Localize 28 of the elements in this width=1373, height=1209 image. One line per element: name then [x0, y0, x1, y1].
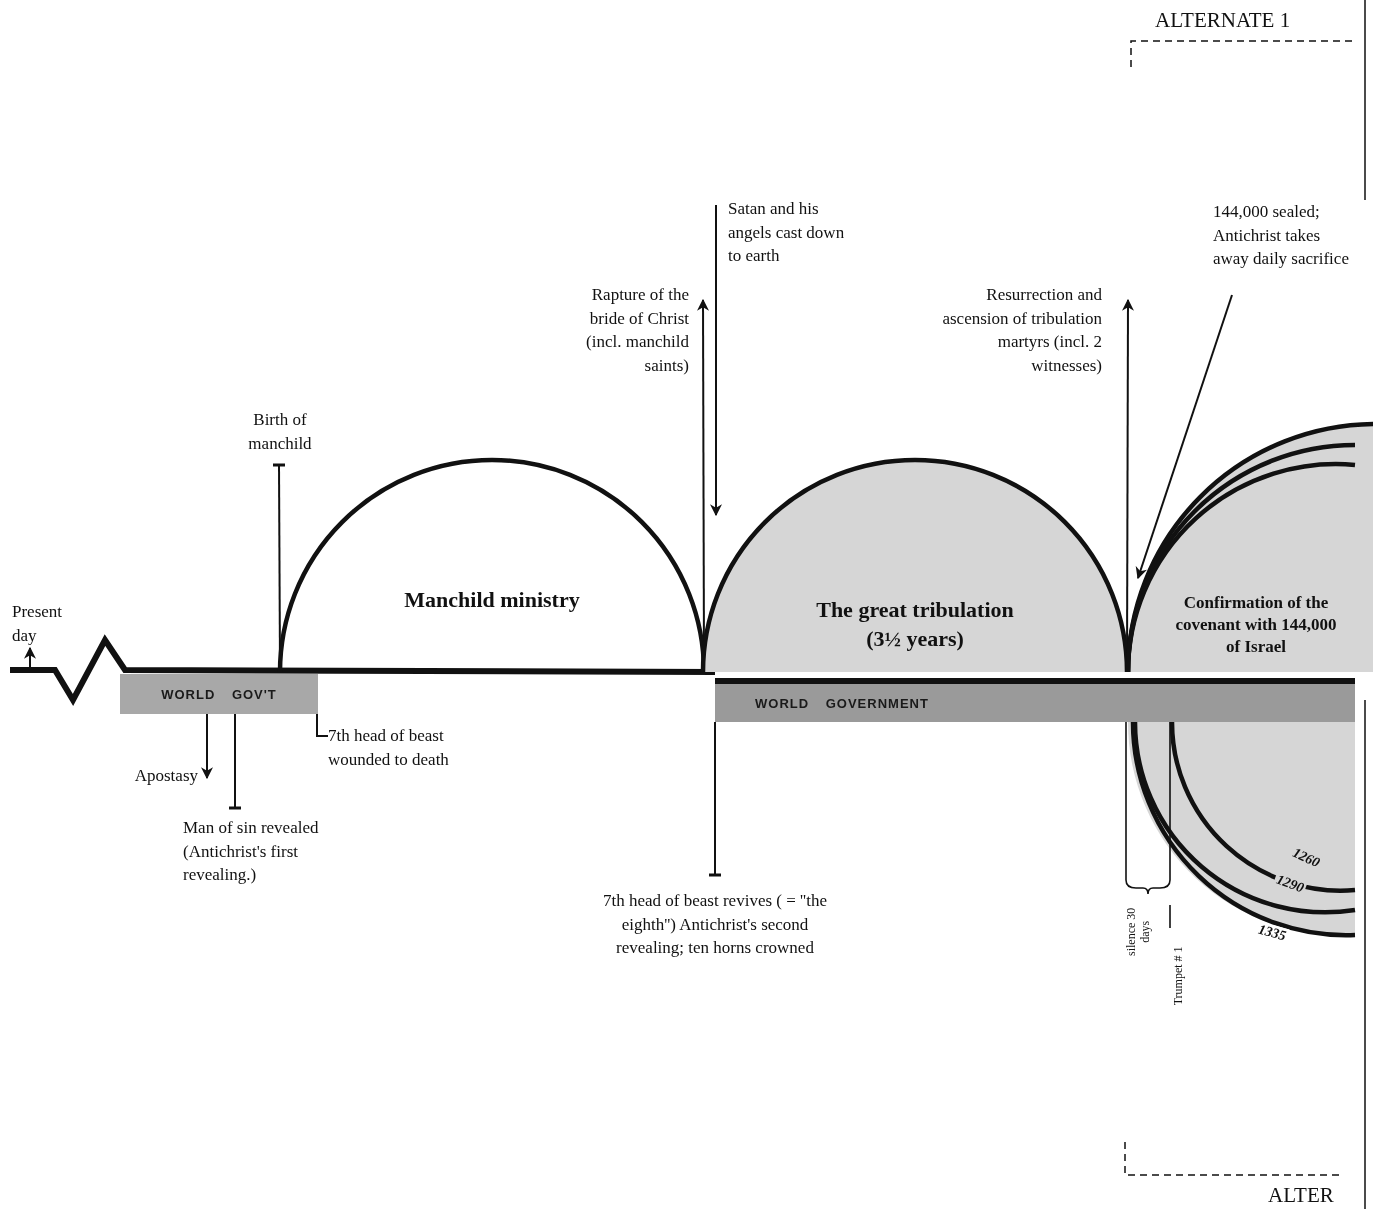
leader-line [316, 713, 329, 737]
event-note: Rapture of the bride of Christ (incl. manchild saints) [586, 285, 689, 375]
arrow [710, 204, 722, 517]
period-title: Confirmation of the covenant with 144,000 of Israel [1174, 592, 1338, 659]
arrow [201, 713, 213, 780]
event-note: 144,000 sealed; Antichrist takes away daily sacrifice [1213, 202, 1349, 268]
event-note: Present day [12, 602, 63, 645]
event-note: Satan and his angels cast down to earth [728, 199, 845, 265]
leader-line [707, 721, 723, 877]
event-note: 7th head of beast wounded to death [328, 726, 449, 769]
band-label: WORLD GOV'T [161, 686, 277, 702]
period-title: The great tribulation (3½ years) [815, 596, 1015, 653]
event-note: Apostasy [134, 766, 198, 785]
timeline-band [120, 674, 318, 714]
event-note: Man of sin revealed (Antichrist's first revealing.) [183, 818, 319, 884]
page-heading: ALTER [1268, 1183, 1334, 1208]
period-note: silence 30 days [1125, 906, 1153, 959]
period-note: Trumpet # 1 [1171, 946, 1185, 1006]
event-note: Birth of manchild [248, 410, 312, 453]
timeline-band [715, 678, 1355, 722]
page-heading: ALTERNATE 1 [1155, 8, 1291, 33]
leader-line [227, 713, 243, 810]
band-label: WORLD GOVERNMENT [755, 695, 929, 711]
event-note: 7th head of beast revives ( = ''the eighth'') Antichrist's second revealing; ten horns crowned [603, 891, 827, 957]
event-note: Resurrection and ascension of tribulation martyrs (incl. 2 witnesses) [942, 285, 1102, 375]
period-title: Manchild ministry [403, 586, 581, 614]
arrow [24, 646, 36, 668]
arrow [1135, 294, 1233, 580]
